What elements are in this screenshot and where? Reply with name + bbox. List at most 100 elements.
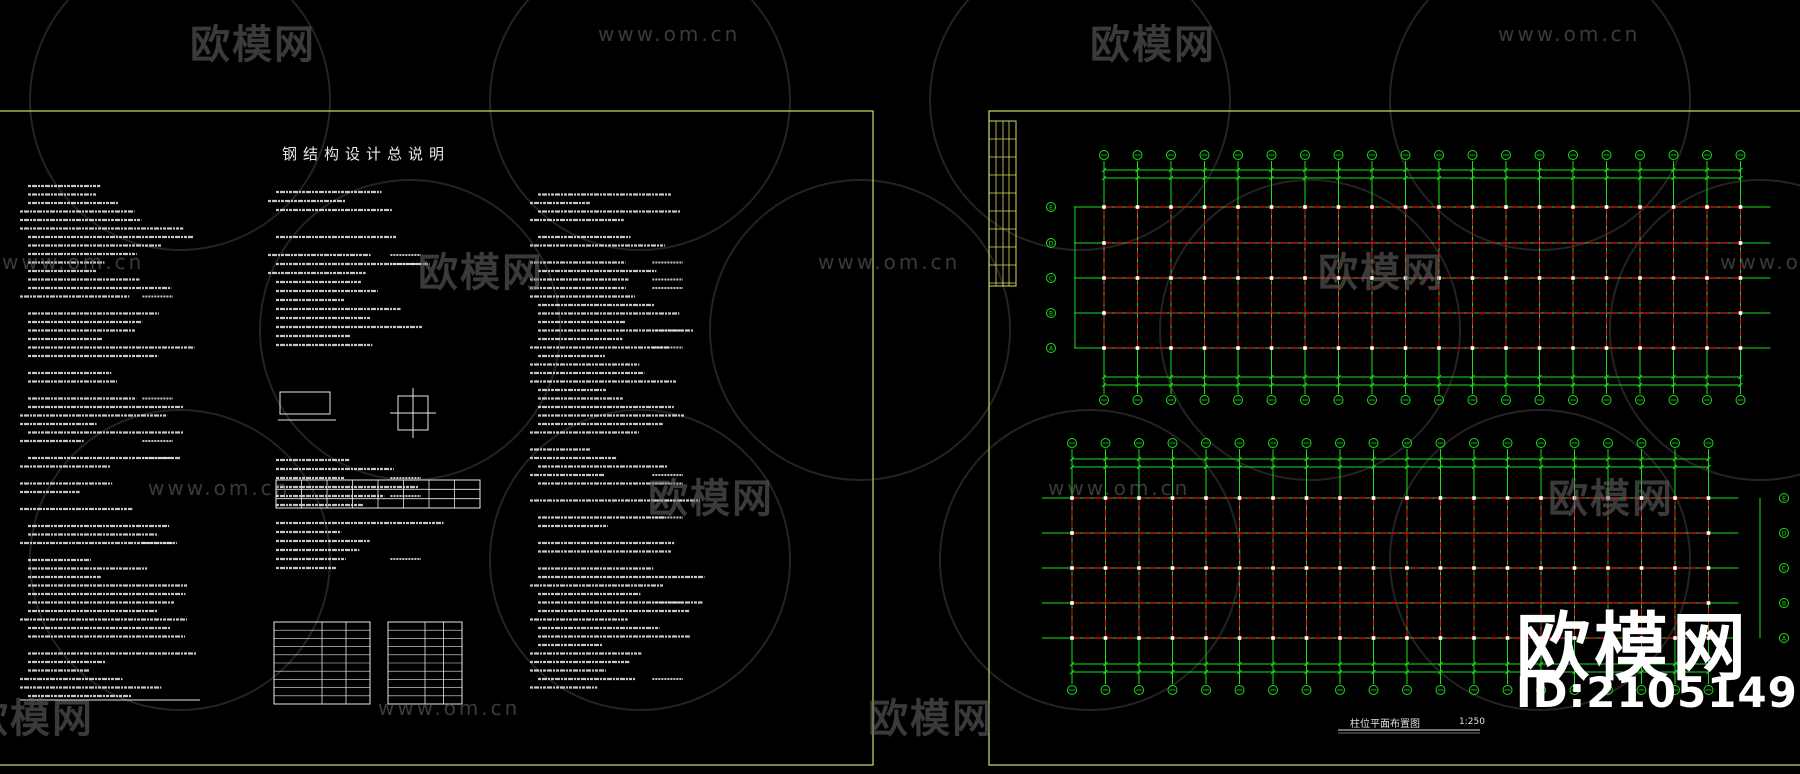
axis-bubble [1234, 438, 1245, 448]
dimension-tick [1471, 661, 1477, 667]
axis-bubble [1301, 438, 1312, 448]
column-point [1371, 636, 1376, 640]
column-point [1403, 205, 1408, 209]
dimension-tick [1235, 374, 1241, 380]
watermark-circle [489, 0, 791, 251]
column-point [1606, 566, 1610, 570]
dimension-tick [1202, 382, 1207, 388]
dimension-tick [1103, 464, 1108, 470]
column-point [1673, 636, 1677, 640]
column-point [1070, 636, 1074, 640]
row-bubble [1779, 563, 1789, 573]
dimension-tick [1470, 175, 1475, 181]
column-point [1102, 311, 1106, 315]
axis-bubble [1467, 395, 1478, 405]
dimension-tick [1336, 382, 1341, 388]
watermark-brand: 欧模网 [1090, 22, 1216, 68]
column-point [1504, 276, 1508, 280]
row-label: D [1782, 531, 1787, 538]
column-point [1572, 566, 1577, 570]
axis-bubble [1568, 395, 1578, 405]
dimension-tick [1404, 456, 1410, 462]
axis-bubble [1536, 685, 1546, 695]
column-point [1738, 311, 1743, 315]
column-point [1472, 566, 1476, 570]
spec-sheet-title: 钢结构设计总说明 [282, 145, 451, 163]
dimension-tick [1302, 175, 1308, 181]
axis-bubble [1300, 150, 1310, 160]
dimension-tick [1604, 382, 1609, 388]
dimension-tick [1639, 456, 1644, 462]
axis-bubble [1469, 685, 1479, 695]
axis-bubble [1233, 150, 1243, 160]
dimension-tick [1572, 464, 1577, 470]
column-point [1438, 636, 1443, 640]
column-point [1738, 241, 1743, 245]
column-point [1070, 601, 1074, 605]
row-label: B [1782, 601, 1786, 608]
dimension-tick [1235, 175, 1241, 181]
axis-bubble [1067, 685, 1077, 695]
dimension-tick [1538, 464, 1544, 470]
axis-bubble [1067, 438, 1077, 448]
column-point [1539, 636, 1543, 640]
axis-bubble [1368, 685, 1379, 695]
dimension-tick [1168, 382, 1174, 388]
axis-bubble [1603, 438, 1613, 448]
watermark-url: www.om.cn [598, 22, 741, 46]
dimension-tick [1371, 456, 1376, 462]
column-point [1137, 566, 1141, 570]
dimension-tick [1336, 374, 1341, 380]
axis-bubble [1702, 395, 1712, 405]
dimension-tick [1101, 382, 1107, 388]
column-point [1537, 276, 1542, 280]
watermark-url: www.om.cn [1498, 22, 1641, 46]
row-label: A [1049, 346, 1054, 353]
dimension-tick [1738, 175, 1743, 181]
column-point [1671, 346, 1676, 350]
column-point [1639, 636, 1644, 640]
dimension-tick [1704, 175, 1710, 181]
column-point [1169, 276, 1173, 280]
dimension-tick [1704, 382, 1710, 388]
axis-bubble [1134, 685, 1144, 695]
dimension-tick [1671, 167, 1676, 173]
axis-bubble [1501, 395, 1511, 405]
column-point [1303, 205, 1307, 209]
column-point [1338, 496, 1342, 500]
watermark-circle [1609, 179, 1800, 481]
row-label: E [1049, 205, 1053, 212]
dimension-tick [1136, 464, 1142, 470]
column-point [1137, 636, 1141, 640]
row-bubble [1046, 308, 1056, 318]
column-point [1304, 496, 1309, 500]
column-point [1738, 346, 1743, 350]
column-point [1405, 496, 1409, 500]
column-point [1606, 496, 1610, 500]
dimension-tick [1336, 167, 1341, 173]
row-label: C [1782, 566, 1786, 573]
dimension-tick [1471, 669, 1477, 675]
dimension-tick [1471, 464, 1477, 470]
dimension-tick [1605, 464, 1611, 470]
column-point [1706, 566, 1711, 570]
column-point [1571, 276, 1575, 280]
dimension-tick [1270, 464, 1276, 470]
watermark-brand: 欧模网 [190, 22, 316, 68]
axis-bubble [1199, 395, 1210, 405]
dimension-tick [1436, 167, 1442, 173]
axis-bubble [1601, 150, 1612, 160]
axis-bubble [1435, 685, 1446, 695]
axis-bubble [1367, 395, 1377, 405]
column-point [1271, 566, 1275, 570]
dimension-tick [1304, 464, 1309, 470]
axis-bubble [1534, 150, 1545, 160]
dimension-tick [1203, 669, 1209, 675]
dimension-tick [1270, 661, 1276, 667]
column-point [1403, 276, 1408, 280]
column-point [1102, 276, 1106, 280]
column-point [1539, 566, 1543, 570]
column-point [1338, 636, 1342, 640]
axis-bubble [1702, 150, 1712, 160]
